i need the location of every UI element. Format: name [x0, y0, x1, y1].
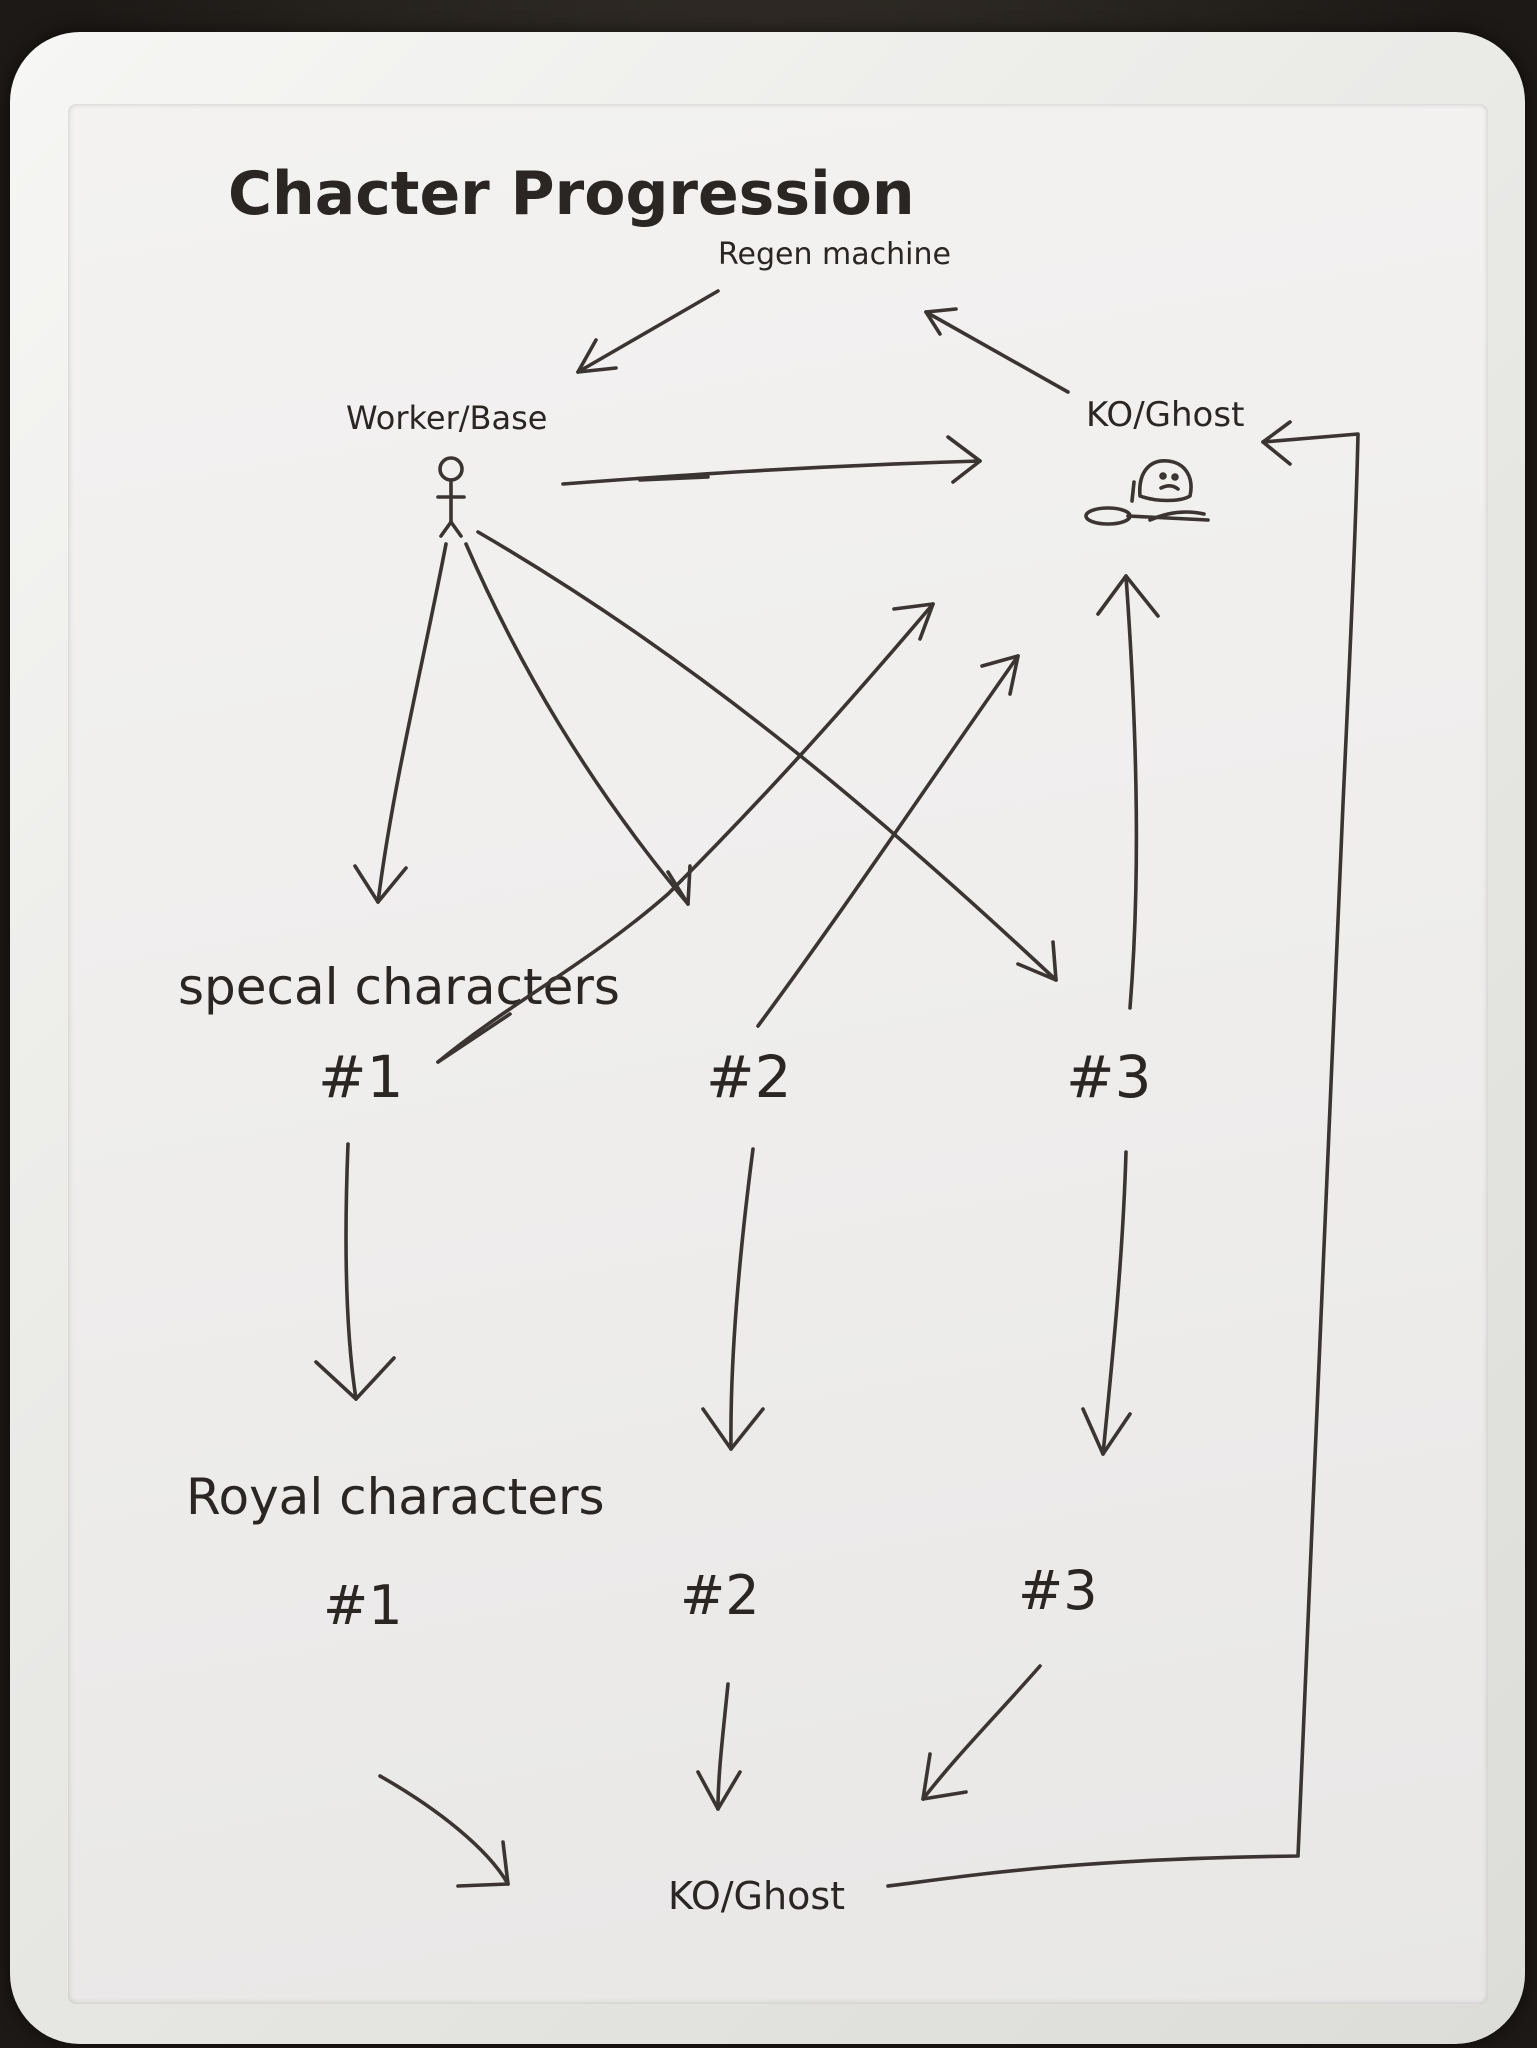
- arrow-royal-1-to-ko-bottom: [378, 1774, 510, 1888]
- node-ko-ghost-bottom: KO/Ghost: [668, 1874, 845, 1918]
- diagram-title: Chacter Progression: [228, 159, 915, 229]
- arrow-special-2-to-ko: [756, 654, 1020, 1028]
- arrow-special-3-to-royal-3: [1081, 1150, 1132, 1456]
- arrow-special-2-to-royal-2: [701, 1147, 765, 1451]
- node-regen-machine: Regen machine: [718, 237, 951, 272]
- node-royal-3: #3: [1018, 1559, 1098, 1622]
- arrow-worker-to-special-1: [353, 542, 448, 904]
- node-royal-characters-heading: Royal characters: [186, 1468, 605, 1526]
- node-special-2: #2: [706, 1043, 792, 1111]
- hook-mark: [436, 1012, 512, 1064]
- arrow-special-1-to-royal-1: [314, 1142, 396, 1401]
- arrow-special-3-to-ko: [1096, 574, 1160, 1010]
- arrow-ko-to-regen: [924, 307, 1070, 394]
- arrow-royal-2-to-ko-bottom: [696, 1682, 742, 1811]
- node-special-3: #3: [1066, 1043, 1152, 1111]
- node-special-characters-heading: specal characters: [178, 958, 620, 1016]
- whiteboard: Chacter Progression Regen machine Worker…: [68, 104, 1488, 2004]
- dash-mark: [638, 475, 710, 482]
- node-ko-ghost-top: KO/Ghost: [1086, 395, 1244, 435]
- stick-figure-icon: [436, 456, 466, 538]
- node-royal-2: #2: [680, 1564, 760, 1627]
- node-special-1: #1: [318, 1043, 404, 1111]
- arrow-worker-to-ko: [561, 435, 982, 486]
- node-worker-base: Worker/Base: [346, 399, 547, 437]
- arrow-regen-to-worker: [576, 289, 720, 374]
- arrow-royal-3-to-ko-bottom: [921, 1664, 1042, 1801]
- arrow-ko-bottom-to-ko-top: [886, 420, 1360, 1888]
- diagram-canvas: Chacter Progression Regen machine Worker…: [178, 159, 1360, 1918]
- arrow-worker-to-special-2: [464, 542, 692, 906]
- arrow-special-1-to-ko: [436, 602, 935, 1064]
- ghost-icon: [1084, 459, 1210, 526]
- arrow-worker-to-special-3: [476, 530, 1058, 982]
- node-royal-1: #1: [323, 1574, 403, 1637]
